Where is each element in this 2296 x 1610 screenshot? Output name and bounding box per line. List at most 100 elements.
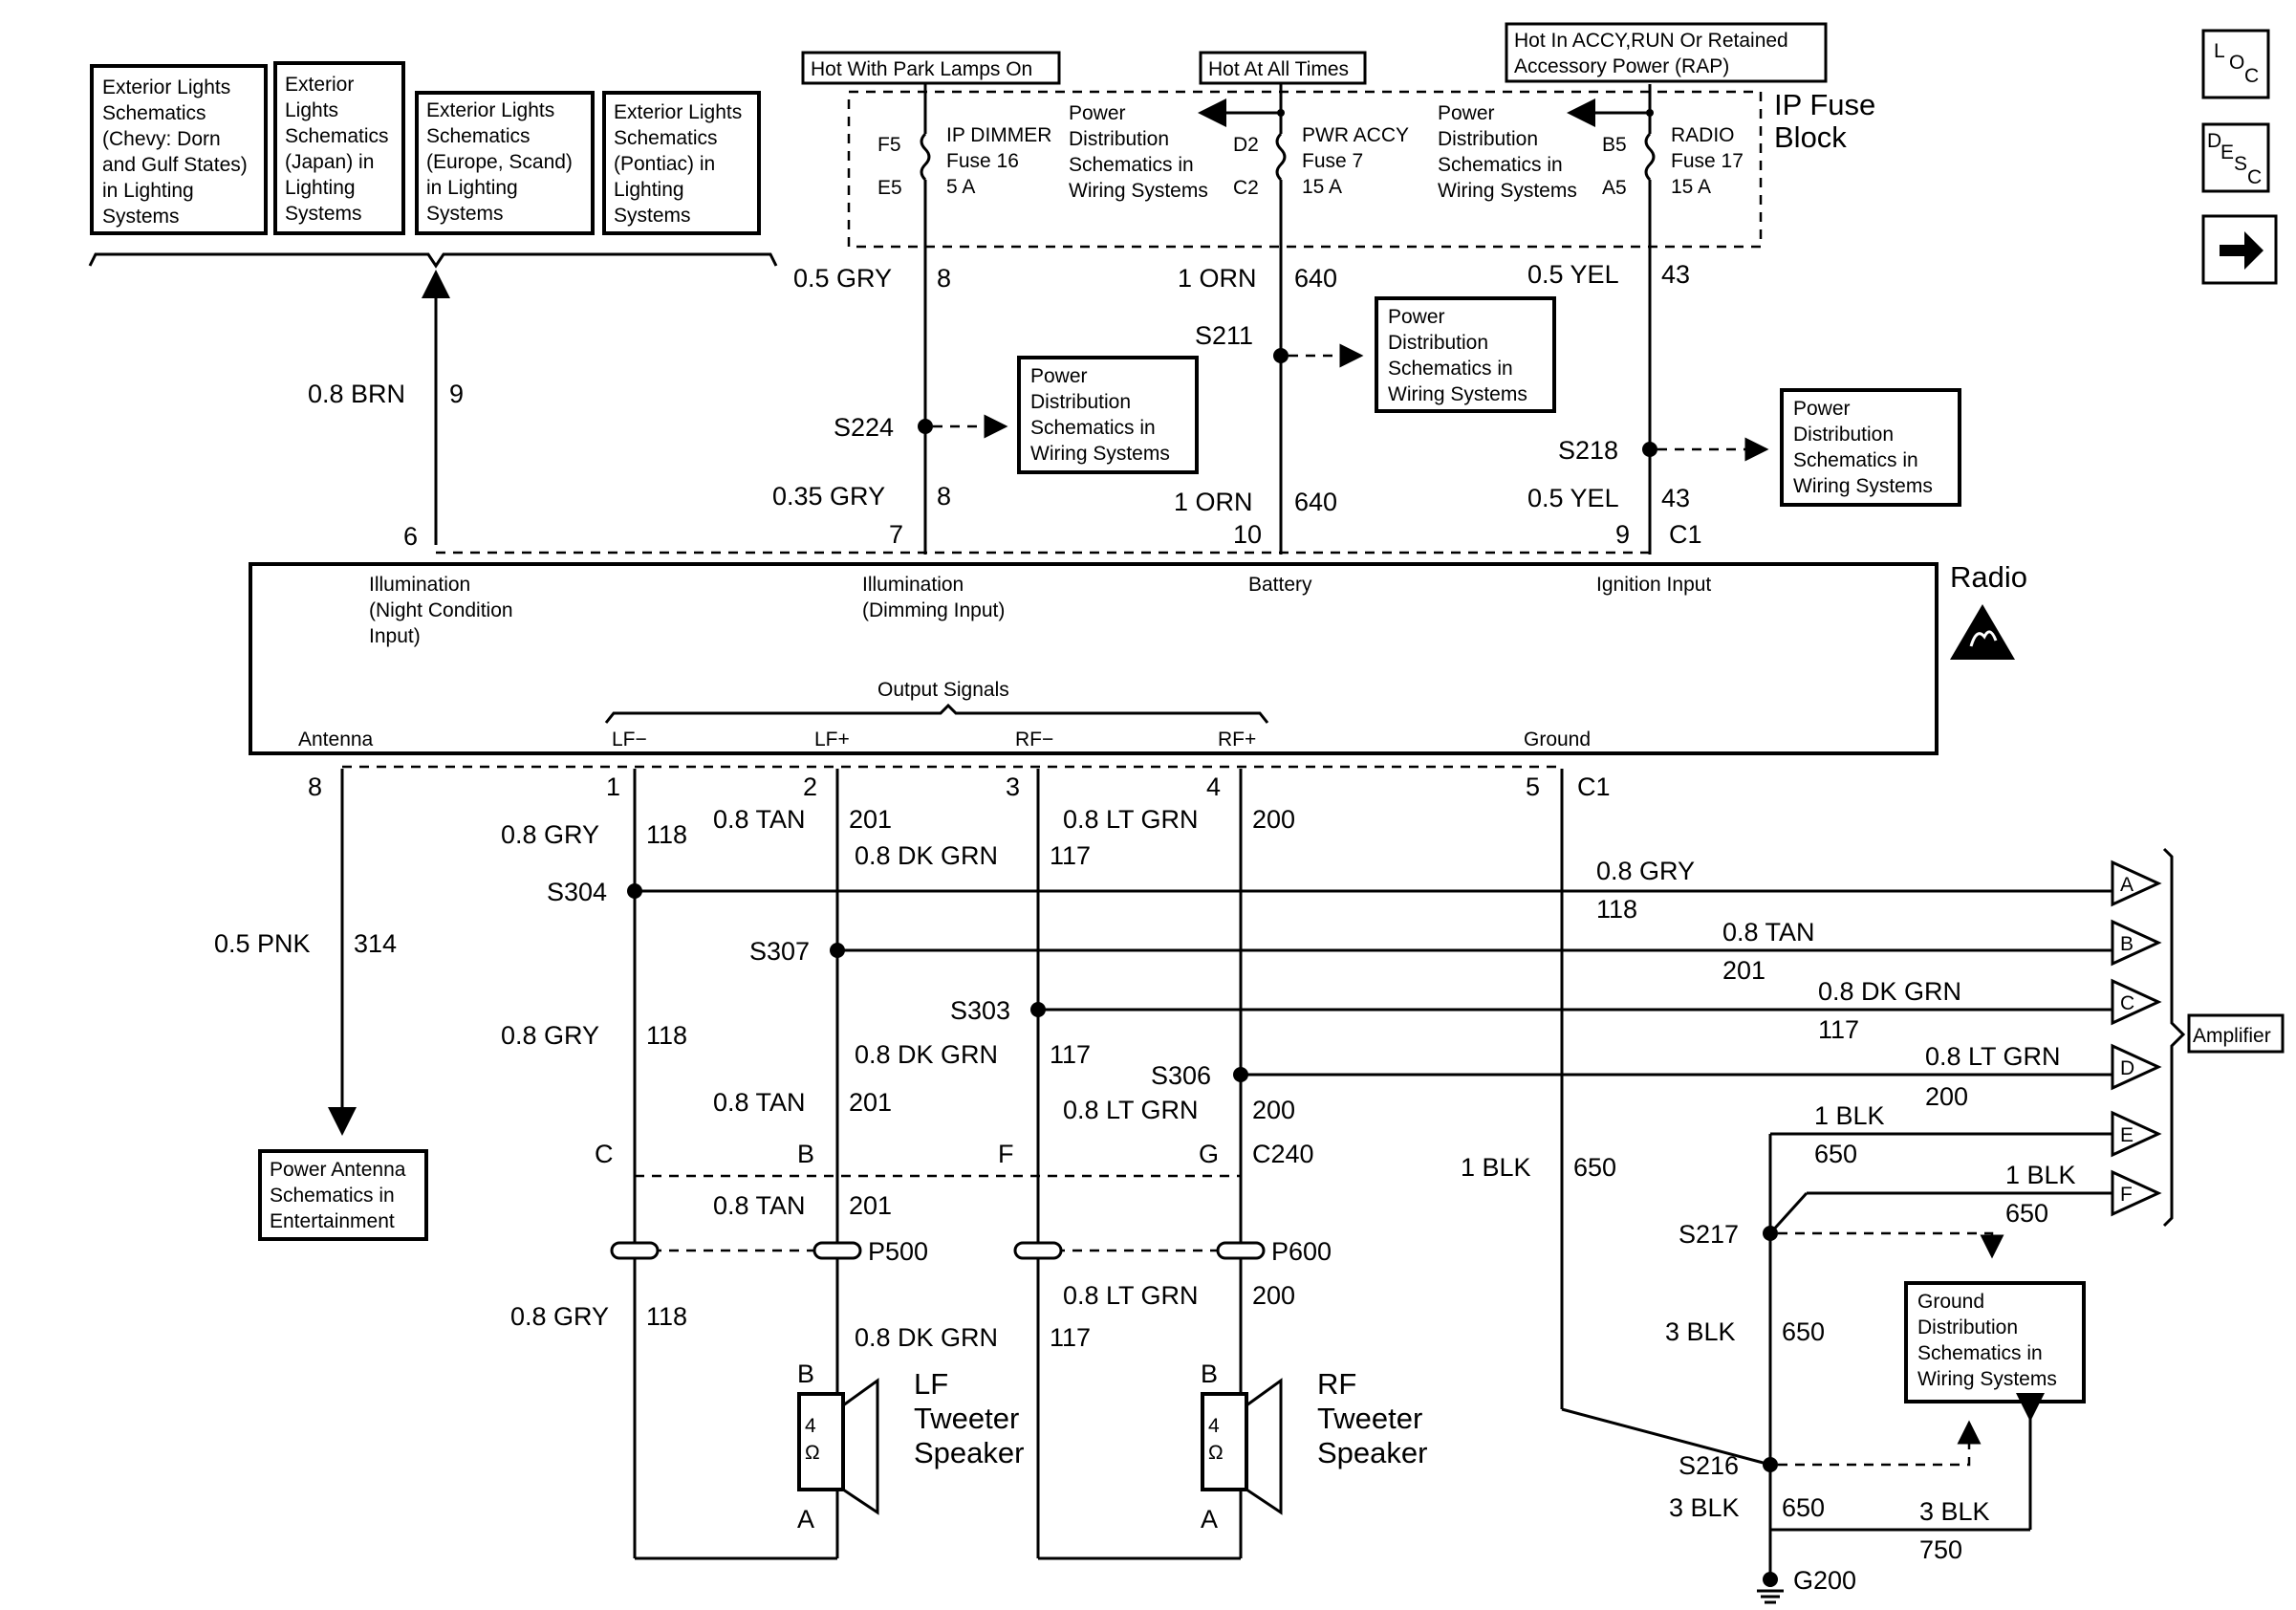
diagram-label: Power: [1069, 102, 1126, 124]
lf-tweeter-speaker: 4 Ω: [797, 1378, 879, 1515]
loc-icon-button[interactable]: LOC: [2201, 29, 2270, 99]
diagram-label: 1 ORN: [1174, 488, 1253, 516]
diagram-label: 7: [889, 520, 903, 549]
diagram-label: 118: [646, 1021, 687, 1050]
splice-s304: [627, 883, 642, 899]
diagram-label: Schematics in: [1793, 449, 1918, 471]
diagram-label: Exterior Lights: [102, 76, 230, 98]
diagram-label: 650: [1573, 1153, 1616, 1182]
ground-g200-icon: [1757, 1572, 1784, 1604]
splice-s216: [1763, 1457, 1778, 1472]
diagram-label: A: [1201, 1505, 1218, 1534]
diagram-label: A5: [1602, 177, 1627, 199]
diagram-label: 9: [1615, 520, 1630, 549]
diagram-label: 200: [1252, 1096, 1295, 1124]
diagram-label: Fuse 16: [946, 150, 1019, 172]
diagram-label: 201: [849, 805, 892, 834]
diagram-label: PWR ACCY: [1302, 124, 1409, 146]
diagram-label: 201: [849, 1191, 892, 1220]
amp-pin-a: A: [2111, 859, 2162, 907]
next-arrow-button[interactable]: [2201, 214, 2278, 285]
diagram-label: Schematics in: [1030, 417, 1156, 439]
diagram-label: S307: [749, 937, 810, 966]
diagram-label: C: [2120, 992, 2134, 1014]
diagram-label: 1: [606, 772, 620, 801]
diagram-label: Tweeter: [1317, 1402, 1422, 1435]
diagram-label: B: [797, 1360, 814, 1388]
diagram-label: (Chevy: Dorn: [102, 128, 221, 150]
diagram-label: P600: [1271, 1237, 1332, 1266]
diagram-label: 43: [1661, 260, 1690, 289]
diagram-label: RF−: [1015, 729, 1053, 751]
diagram-label: Systems: [426, 203, 504, 225]
fuse-16-icon: [920, 132, 931, 182]
diagram-label: 0.5 YEL: [1527, 484, 1619, 512]
diagram-label: 0.8 GRY: [501, 820, 599, 849]
diagram-label: Lights: [285, 99, 338, 121]
ext-lights-box-4: Exterior Lights Schematics (Pontiac) in …: [602, 91, 761, 235]
diagram-label: B5: [1602, 134, 1627, 156]
diagram-label: 4: [805, 1415, 816, 1437]
amplifier-box: Amplifier: [2187, 1013, 2285, 1054]
diagram-label: 5: [1526, 772, 1540, 801]
diagram-label: 0.8 LT GRN: [1063, 805, 1199, 834]
amp-pin-f: F: [2111, 1169, 2162, 1217]
diagram-label: 0.8 GRY: [501, 1021, 599, 1050]
diagram-label: 3 BLK: [1665, 1317, 1736, 1346]
diagram-label: Exterior Lights: [426, 99, 554, 121]
diagram-label: D: [2207, 130, 2221, 152]
diagram-label: Ω: [805, 1442, 820, 1464]
diagram-label: S211: [1195, 321, 1253, 350]
amp-pin-d: D: [2111, 1043, 2162, 1091]
diagram-label: 640: [1294, 488, 1337, 516]
diagram-label: D: [2120, 1057, 2134, 1079]
diagram-label: 0.5 YEL: [1527, 260, 1619, 289]
diagram-label: 200: [1252, 805, 1295, 834]
amp-pin-c: C: [2111, 978, 2162, 1026]
diagram-label: Wiring Systems: [1030, 443, 1170, 465]
hot-park-label: Hot With Park Lamps On: [801, 51, 1061, 85]
diagram-label: Power: [1438, 102, 1495, 124]
diagram-label: RADIO: [1671, 124, 1735, 146]
diagram-label: 15 A: [1302, 176, 1342, 198]
diagram-label: 0.8 TAN: [713, 1088, 806, 1117]
diagram-label: P500: [868, 1237, 928, 1266]
diagram-label: Lighting: [285, 177, 356, 199]
diagram-label: Hot At All Times: [1208, 58, 1349, 80]
diagram-label: 117: [1818, 1015, 1859, 1044]
diagram-label: IP Fuse: [1774, 88, 1875, 121]
diagram-label: 650: [1782, 1493, 1825, 1522]
diagram-label: Schematics in: [1917, 1342, 2043, 1364]
diagram-label: 650: [1814, 1140, 1857, 1168]
diagram-label: L: [2214, 40, 2225, 62]
diagram-label: and Gulf States): [102, 154, 248, 176]
splice-s303: [1030, 1002, 1046, 1017]
diagram-label: C: [2244, 65, 2259, 87]
diagram-label: 118: [1596, 895, 1637, 924]
diagram-label: 118: [646, 820, 687, 849]
diagram-label: Distribution: [1030, 391, 1131, 413]
diagram-label: S217: [1679, 1220, 1739, 1249]
ext-lights-box-1: Exterior Lights Schematics (Chevy: Dorn …: [90, 64, 268, 235]
diagram-label: 3 BLK: [1669, 1493, 1740, 1522]
diagram-label: 3 BLK: [1919, 1497, 1990, 1526]
diagram-label: Antenna: [298, 729, 374, 751]
diagram-label: Wiring Systems: [1069, 180, 1208, 202]
diagram-label: 0.5 PNK: [214, 929, 311, 958]
diagram-label: Schematics: [102, 102, 206, 124]
diagram-label: Tweeter: [914, 1402, 1019, 1435]
diagram-label: 0.35 GRY: [772, 482, 885, 511]
diagram-label: 2: [803, 772, 817, 801]
diagram-label: 3: [1006, 772, 1020, 801]
diagram-label: Radio: [1950, 560, 2027, 594]
diagram-label: Power: [1030, 365, 1088, 387]
diagram-label: A: [797, 1505, 814, 1534]
diagram-label: Wiring Systems: [1388, 383, 1527, 405]
diagram-label: S216: [1679, 1451, 1739, 1480]
diagram-label: Ω: [1208, 1442, 1224, 1464]
diagram-label: S304: [547, 878, 607, 906]
diagram-label: LF−: [612, 729, 647, 751]
fuse-17-icon: [1644, 132, 1656, 182]
